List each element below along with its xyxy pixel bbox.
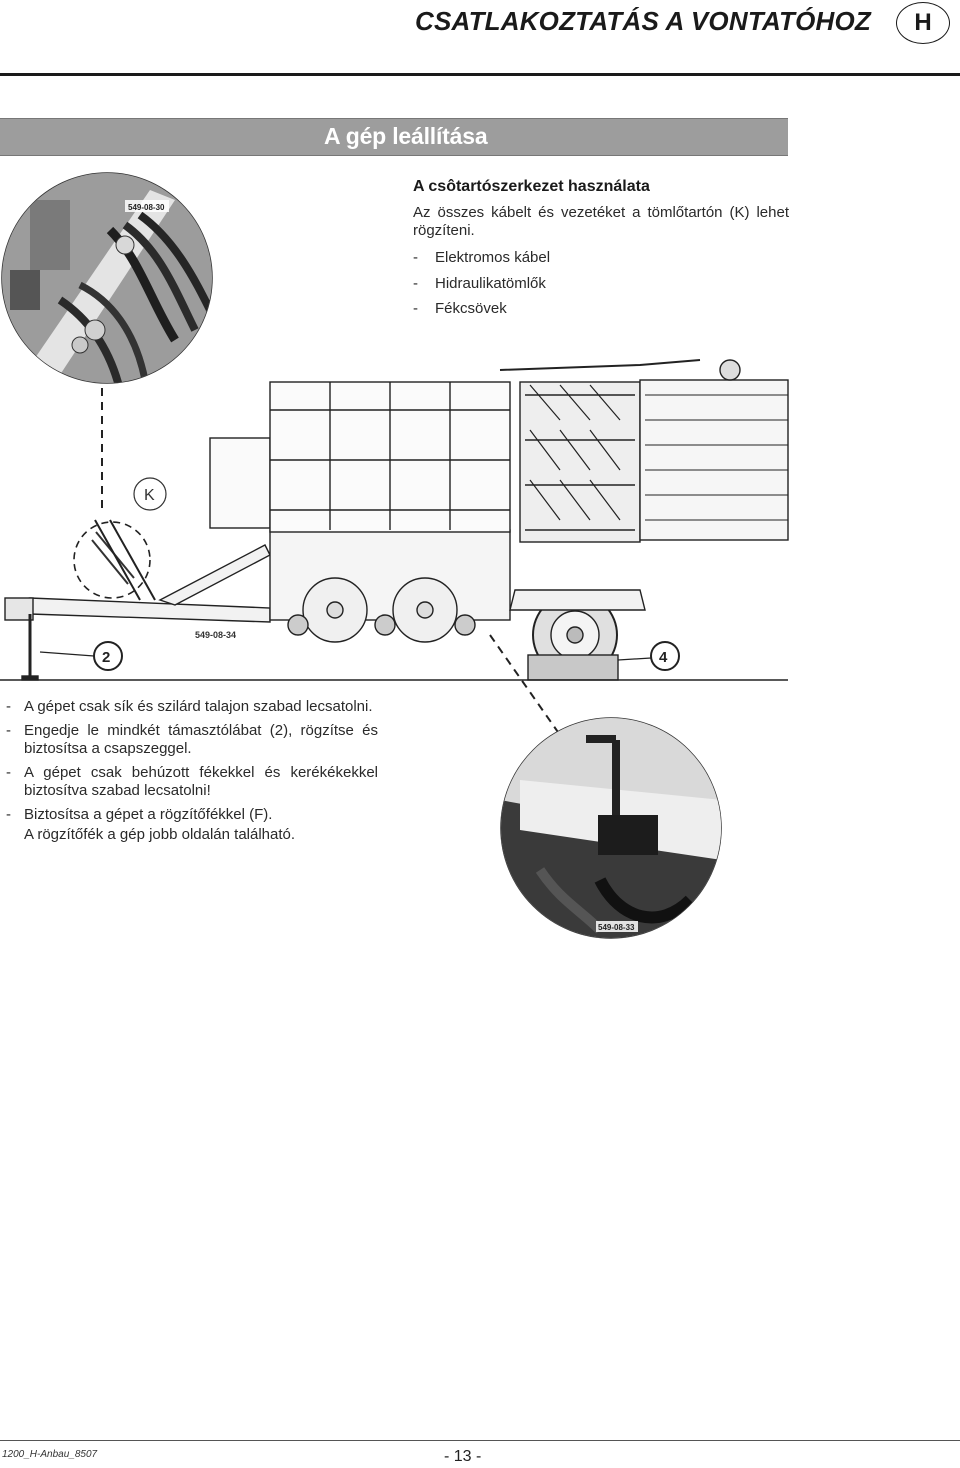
header-divider [0,73,960,76]
list-item: - Engedje le mindkét támasztólábat (2), … [6,722,378,758]
instruction-note: A rögzítőfék a gép jobb oldalán találhat… [24,826,296,843]
instruction-text: Engedje le mindkét támasztólábat (2), rö… [24,722,378,757]
list-item: - A gépet csak behúzott fékekkel és keré… [6,764,378,800]
detail-circle [73,521,151,599]
photo-bottom-label: 549-08-33 [598,923,635,932]
hose-item: - Elektromos kábel [413,249,550,267]
section-bar [0,118,788,156]
hose-holder-intro: Az összes kábelt és vezetéket a tömlőtar… [413,204,789,239]
machine-illustration: 549-08-30 K [0,172,789,939]
list-dash: - [413,275,418,292]
list-dash: - [6,764,11,781]
drawing-label: 549-08-34 [195,630,236,640]
page-number: - 13 - [444,1448,482,1465]
photo-top-label: 549-08-30 [128,203,165,212]
hose-item: - Fékcsövek [413,300,507,318]
footer-divider [0,1440,960,1441]
list-dash: - [6,806,11,823]
hose-item-label: Hidraulikatömlők [435,275,546,292]
doc-code: 1200_H-Anbau_8507 [2,1449,98,1460]
parking-brake-photo: 549-08-33 [500,717,722,939]
list-dash: - [6,698,11,715]
hose-holder-heading: A csôtartószerkezet használata [413,178,650,195]
callout-k-label: K [144,487,155,504]
list-item: - Biztosítsa a gépet a rögzítőfékkel (F)… [6,806,378,824]
language-badge: H [896,2,950,44]
instruction-text: A gépet csak behúzott fékekkel és keréké… [24,764,378,799]
hose-item-label: Fékcsövek [435,300,507,317]
callout-4-circle [650,641,680,671]
leader-line [489,634,561,736]
hose-holder-photo: 549-08-30 [1,172,213,384]
hose-item: - Hidraulikatömlők [413,275,546,293]
instruction-list: - A gépet csak sík és szilárd talajon sz… [6,698,378,850]
hose-item-label: Elektromos kábel [435,249,551,266]
page-header-title: CSATLAKOZTATÁS A VONTATÓHOZ [415,6,872,36]
callout-4-label: 4 [659,649,668,666]
section-title: A gép leállítása [324,123,488,149]
instruction-text: Biztosítsa a gépet a rögzítőfékkel (F). [24,806,273,823]
language-badge-label: H [914,9,932,36]
machine-drawing [0,359,789,681]
list-item: - A gépet csak sík és szilárd talajon sz… [6,698,378,716]
list-dash: - [413,249,418,266]
callout-k-circle [133,477,167,511]
list-dash: - [6,722,11,739]
list-dash: - [413,300,418,317]
instruction-text: A gépet csak sík és szilárd talajon szab… [24,698,373,715]
callout-2-label: 2 [102,649,110,666]
